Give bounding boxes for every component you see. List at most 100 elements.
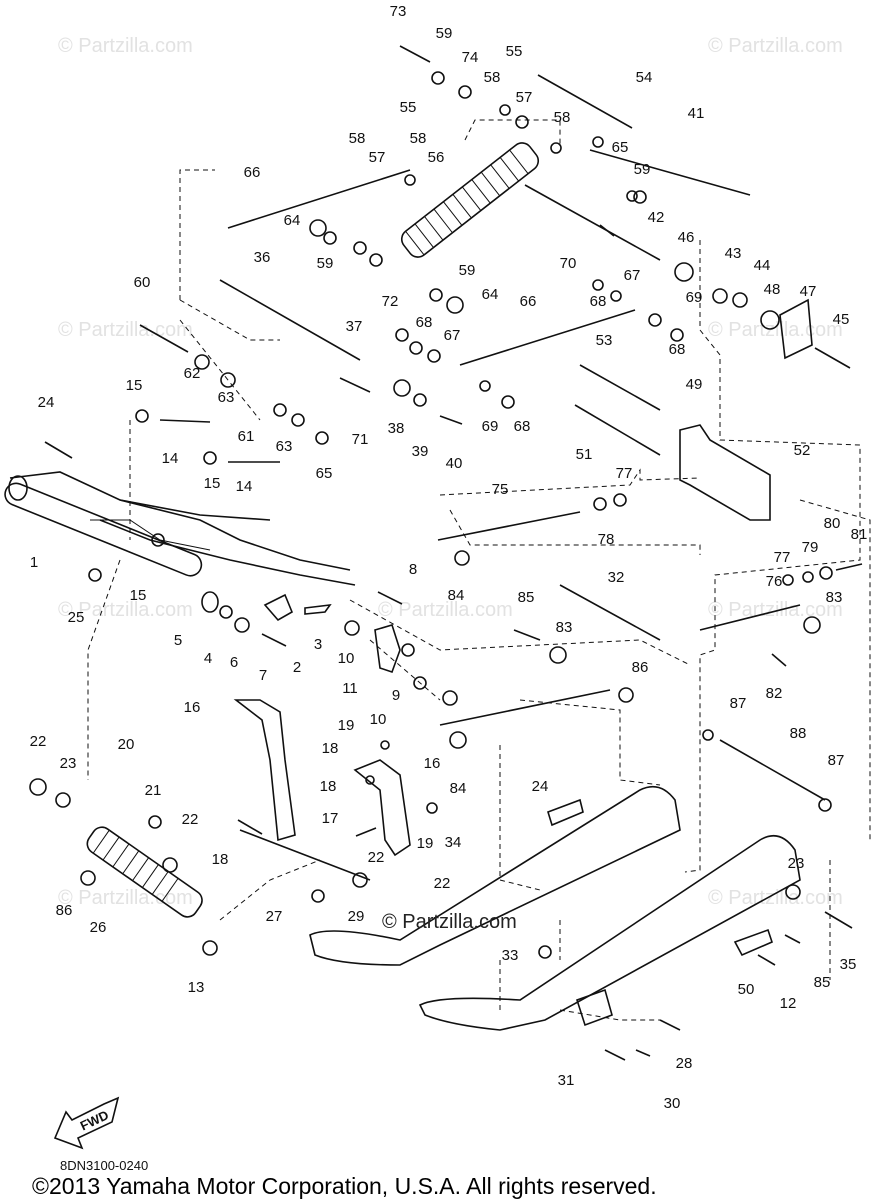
callout-label: 66 (520, 293, 537, 310)
callout-label: 41 (688, 105, 705, 122)
callout-label: 52 (794, 442, 811, 459)
watermark-layer: © Partzilla.com © Partzilla.com © Partzi… (58, 35, 843, 909)
center-watermark: © Partzilla.com (382, 911, 517, 933)
callout-label: 77 (774, 549, 791, 566)
callout-label: 68 (416, 314, 433, 331)
callout-label: 72 (382, 293, 399, 310)
callout-label: 7 (259, 667, 267, 684)
callout-label: 19 (417, 835, 434, 852)
callout-label: 86 (632, 659, 649, 676)
callout-label: 14 (236, 478, 253, 495)
watermark: © Partzilla.com (708, 599, 843, 621)
callout-label: 26 (90, 919, 107, 936)
callout-label: 65 (612, 139, 629, 156)
callout-label: 15 (130, 587, 147, 604)
callout-label: 62 (184, 365, 201, 382)
callout-label: 30 (664, 1095, 681, 1112)
callout-label: 40 (446, 455, 463, 472)
callout-label: 81 (851, 526, 868, 543)
callout-label: 39 (412, 443, 429, 460)
callout-label: 64 (284, 212, 301, 229)
callout-label: 6 (230, 654, 238, 671)
callout-label: 71 (352, 431, 369, 448)
callout-label: 47 (800, 283, 817, 300)
callout-label: 48 (764, 281, 781, 298)
callout-label: 54 (636, 69, 653, 86)
callout-label: 43 (725, 245, 742, 262)
copyright-notice: ©2013 Yamaha Motor Corporation, U.S.A. A… (32, 1173, 657, 1199)
callout-label: 59 (317, 255, 334, 272)
callout-label: 22 (368, 849, 385, 866)
watermark: © Partzilla.com (58, 887, 193, 909)
callout-label: 11 (342, 680, 358, 697)
callout-label: 42 (648, 209, 665, 226)
callout-label: 27 (266, 908, 283, 925)
callout-label: 84 (448, 587, 465, 604)
callout-label: 2 (293, 659, 301, 676)
watermark: © Partzilla.com (58, 599, 193, 621)
callout-label: 8 (409, 561, 417, 578)
callout-label: 58 (554, 109, 571, 126)
callout-label: 49 (686, 376, 703, 393)
callout-label: 77 (616, 465, 633, 482)
callout-label: 50 (738, 981, 755, 998)
callout-label: 17 (322, 810, 339, 827)
callout-label: 58 (349, 130, 366, 147)
callout-label: 83 (826, 589, 843, 606)
callout-label: 78 (598, 531, 615, 548)
callout-label: 33 (502, 947, 519, 964)
callout-label: 45 (833, 311, 850, 328)
callout-label: 85 (518, 589, 535, 606)
callout-label: 31 (558, 1072, 575, 1089)
callout-label: 18 (322, 740, 339, 757)
callout-label: 38 (388, 420, 405, 437)
callout-label: 76 (766, 573, 783, 590)
callout-label: 55 (400, 99, 417, 116)
callout-label: 87 (730, 695, 747, 712)
callout-label: 74 (462, 49, 479, 66)
callout-label: 58 (410, 130, 427, 147)
callout-label: 4 (204, 650, 212, 667)
callout-label: 70 (560, 255, 577, 272)
callout-label: 57 (516, 89, 533, 106)
callout-label: 23 (788, 855, 805, 872)
fwd-arrow: FWD (53, 1096, 120, 1150)
callout-label: 15 (204, 475, 221, 492)
callout-label: 57 (369, 149, 386, 166)
parts-artwork (4, 71, 833, 1031)
callout-label: 88 (790, 725, 807, 742)
callout-label: 20 (118, 736, 135, 753)
callout-label: 44 (754, 257, 771, 274)
callout-label: 61 (238, 428, 255, 445)
watermark: © Partzilla.com (708, 35, 843, 57)
callout-label: 69 (686, 289, 703, 306)
callout-label: 19 (338, 717, 355, 734)
watermark: © Partzilla.com (708, 319, 843, 341)
callout-label: 10 (338, 650, 355, 667)
callout-label: 46 (678, 229, 695, 246)
callout-label: 21 (145, 782, 162, 799)
callout-label: 80 (824, 515, 841, 532)
callout-label: 59 (634, 161, 651, 178)
callout-label: 28 (676, 1055, 693, 1072)
callout-label: 5 (174, 632, 182, 649)
callout-label: 68 (514, 418, 531, 435)
callout-label: 13 (188, 979, 205, 996)
callout-label: 34 (445, 834, 462, 851)
callout-label: 22 (30, 733, 47, 750)
callout-label: 85 (814, 974, 831, 991)
callout-label: 68 (590, 293, 607, 310)
bolt-artwork (44, 45, 863, 1061)
callout-label: 14 (162, 450, 179, 467)
callout-label: 63 (276, 438, 293, 455)
callout-label: 58 (484, 69, 501, 86)
callout-label: 66 (244, 164, 261, 181)
callout-label: 1 (30, 554, 38, 571)
callout-label: 25 (68, 609, 85, 626)
phantom-guide-lines (87, 119, 871, 1021)
callout-label: 36 (254, 249, 271, 266)
callout-label: 35 (840, 956, 857, 973)
callout-label: 84 (450, 780, 467, 797)
